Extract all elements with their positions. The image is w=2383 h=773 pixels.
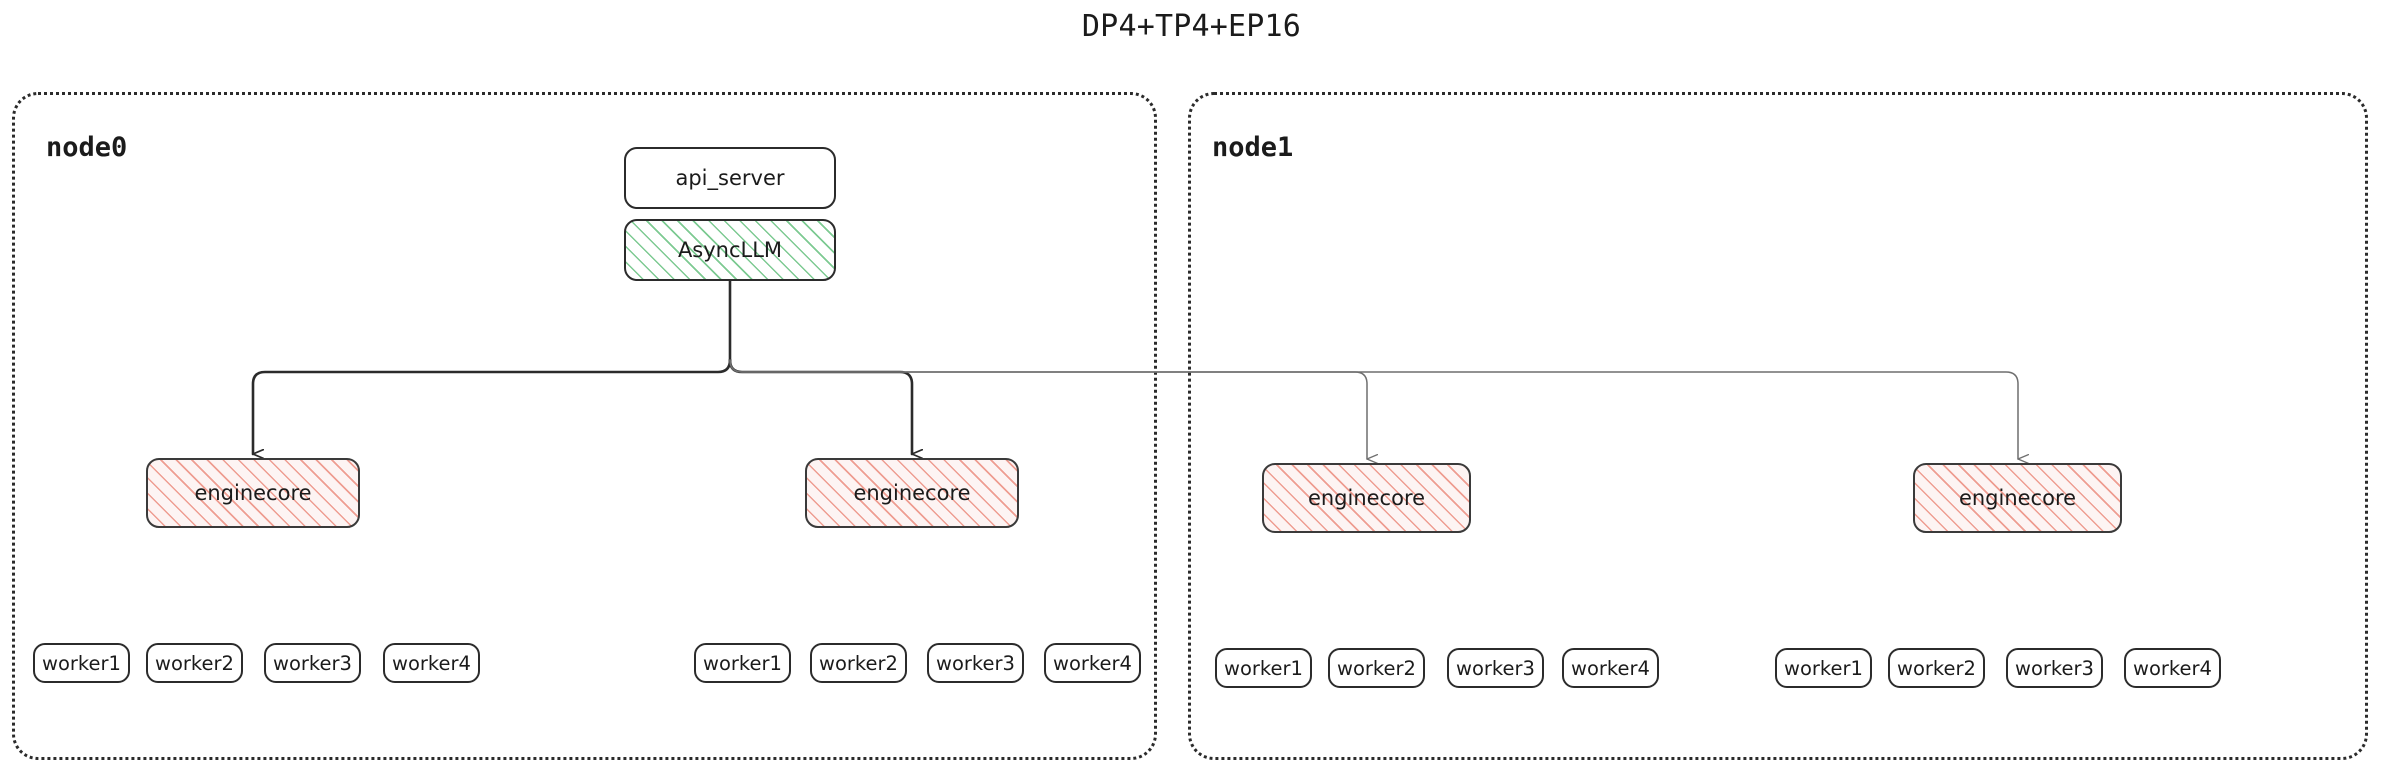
worker-box[interactable]: worker4 — [1562, 648, 1659, 688]
worker-label: worker2 — [819, 651, 898, 675]
enginecore-box[interactable]: enginecore — [1913, 463, 2122, 533]
worker-box[interactable]: worker4 — [2124, 648, 2221, 688]
enginecore-label: enginecore — [1958, 486, 2077, 510]
worker-label: worker3 — [936, 651, 1015, 675]
worker-box[interactable]: worker1 — [1215, 648, 1312, 688]
worker-label: worker1 — [1224, 656, 1303, 680]
worker-label: worker2 — [1897, 656, 1976, 680]
async-llm-label: AsyncLLM — [677, 238, 783, 262]
worker-box[interactable]: worker3 — [264, 643, 361, 683]
api-server-label: api_server — [675, 166, 785, 190]
enginecore-label: enginecore — [1307, 486, 1426, 510]
worker-label: worker3 — [2015, 656, 2094, 680]
worker-label: worker3 — [1456, 656, 1535, 680]
worker-box[interactable]: worker2 — [1328, 648, 1425, 688]
enginecore-box[interactable]: enginecore — [146, 458, 360, 528]
enginecore-label: enginecore — [194, 481, 312, 505]
worker-box[interactable]: worker1 — [33, 643, 130, 683]
worker-label: worker4 — [2133, 656, 2212, 680]
enginecore-box[interactable]: enginecore — [805, 458, 1019, 528]
node-label-node1: node1 — [1212, 132, 1294, 163]
worker-label: worker2 — [155, 651, 234, 675]
worker-label: worker1 — [42, 651, 121, 675]
worker-box[interactable]: worker3 — [1447, 648, 1544, 688]
worker-box[interactable]: worker3 — [927, 643, 1024, 683]
page-title: DP4+TP4+EP16 — [1081, 9, 1302, 44]
worker-label: worker2 — [1337, 656, 1416, 680]
worker-box[interactable]: worker4 — [1044, 643, 1141, 683]
worker-box[interactable]: worker2 — [1888, 648, 1985, 688]
api-server-box[interactable]: api_server — [624, 147, 836, 209]
worker-box[interactable]: worker4 — [383, 643, 480, 683]
worker-label: worker1 — [703, 651, 782, 675]
worker-label: worker4 — [1053, 651, 1132, 675]
worker-box[interactable]: worker3 — [2006, 648, 2103, 688]
worker-box[interactable]: worker2 — [146, 643, 243, 683]
enginecore-box[interactable]: enginecore — [1262, 463, 1471, 533]
worker-label: worker4 — [1571, 656, 1650, 680]
worker-box[interactable]: worker1 — [1775, 648, 1872, 688]
worker-label: worker3 — [273, 651, 352, 675]
worker-label: worker4 — [392, 651, 471, 675]
worker-label: worker1 — [1784, 656, 1863, 680]
async-llm-box[interactable]: AsyncLLM — [624, 219, 836, 281]
node-label-node0: node0 — [46, 132, 128, 163]
enginecore-label: enginecore — [853, 481, 971, 505]
worker-box[interactable]: worker1 — [694, 643, 791, 683]
worker-box[interactable]: worker2 — [810, 643, 907, 683]
